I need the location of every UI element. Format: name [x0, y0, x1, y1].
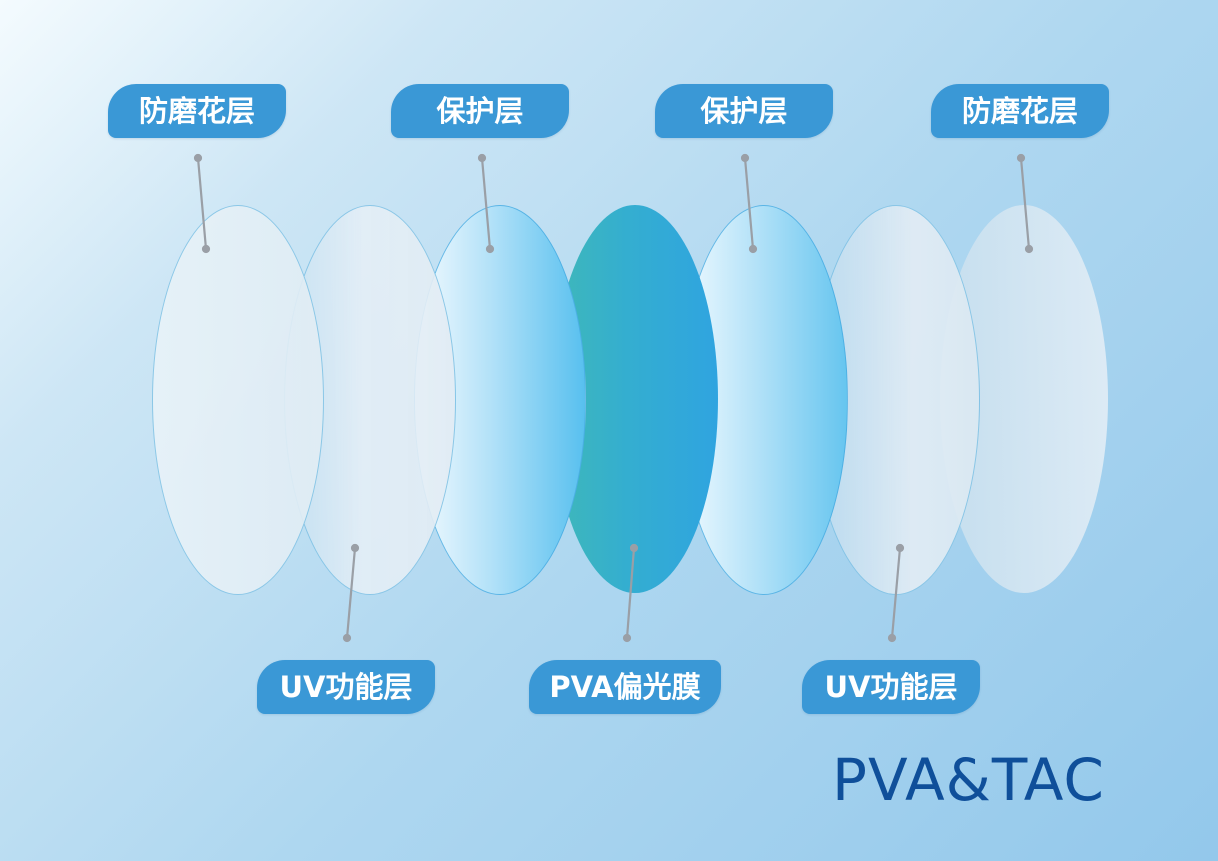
label-protective-layer-left: 保护层	[391, 84, 569, 138]
leader-dot	[740, 153, 750, 163]
diagram-title: PVA&TAC	[832, 746, 1105, 814]
leader-dot	[477, 153, 487, 163]
label-anti-scratch-layer-right: 防磨花层	[931, 84, 1109, 138]
lens-anti-scratch-layer-left	[152, 205, 324, 595]
label-pva-film: PVA偏光膜	[529, 660, 721, 714]
label-uv-layer-right: UV功能层	[802, 660, 980, 714]
leader-dot	[193, 153, 203, 163]
label-uv-layer-left: UV功能层	[257, 660, 435, 714]
leader-dot	[342, 633, 352, 643]
leader-dot	[887, 633, 897, 643]
label-protective-layer-right: 保护层	[655, 84, 833, 138]
label-anti-scratch-layer-left: 防磨花层	[108, 84, 286, 138]
leader-dot	[1016, 153, 1026, 163]
leader-dot	[622, 633, 632, 643]
